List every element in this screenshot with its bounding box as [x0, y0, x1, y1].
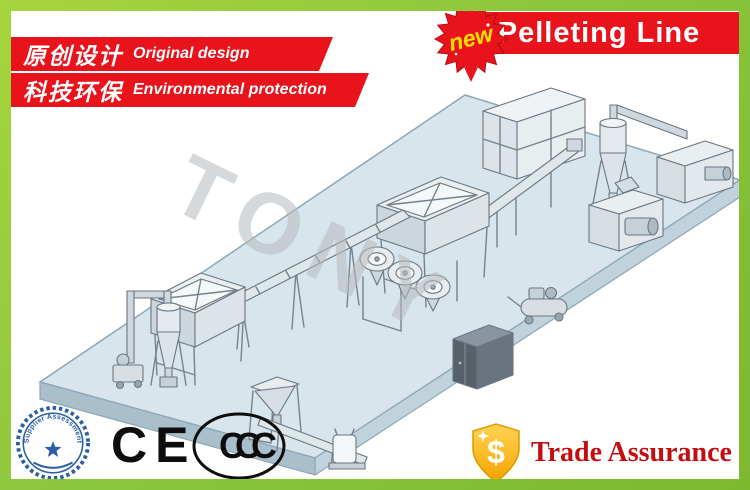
- cyclone-separator-left: [126, 290, 187, 388]
- ccc-ellipse: [192, 412, 286, 479]
- blower-unit: [112, 353, 144, 390]
- content-area: TONY 原创设计 Original design 科技环保 Environme…: [11, 11, 739, 479]
- sparkle-dot: [486, 23, 490, 27]
- new-badge: new: [431, 11, 511, 89]
- control-cabinet: [452, 324, 514, 390]
- ribbon1-english-text: Original design: [133, 45, 250, 62]
- sparkle-dot: [454, 52, 458, 56]
- banner-title: Pelleting Line: [497, 16, 701, 49]
- ribbon2-chinese-text: 科技环保: [23, 79, 123, 105]
- seal-laurel: [33, 461, 73, 469]
- dollar-sign: $: [487, 434, 505, 470]
- shield-sparkle-icon: [477, 430, 489, 442]
- ccc-mark: CCC: [192, 412, 287, 479]
- pellet-mill: [588, 176, 664, 252]
- ribbon2-english-text: Environmental protection: [133, 81, 327, 98]
- seal-wreath-ring: [15, 405, 91, 479]
- pelleting-line-illustration: TONY: [38, 87, 739, 477]
- bag-filling-scale: [328, 428, 366, 470]
- seal-star-icon: [44, 441, 62, 457]
- badge-tail: [464, 67, 478, 82]
- supplier-assessment-seal: Supplier Assessment: [15, 405, 91, 479]
- mixer-tanks: [359, 246, 458, 332]
- trade-assurance-logo: $ Trade Assurance: [471, 422, 732, 479]
- ribbon1-chinese-text: 原创设计: [23, 43, 123, 69]
- trade-assurance-label: Trade Assurance: [531, 437, 732, 468]
- ribbon-environmental-protection: 科技环保 Environmental protection: [11, 73, 369, 107]
- ribbon-original-design: 原创设计 Original design: [11, 37, 333, 71]
- crumbler-machine: [656, 140, 734, 204]
- ccc-text: CCC: [219, 425, 277, 466]
- air-compressor: [507, 286, 568, 325]
- ce-mark: CE: [111, 417, 197, 473]
- seal-inner-ring: [22, 412, 84, 474]
- shield-dollar-icon: $: [472, 423, 520, 479]
- pelleting-line-banner: Pelleting Line: [459, 12, 739, 54]
- seal-text: Supplier Assessment: [24, 414, 83, 444]
- svg-text:Supplier Assessment: Supplier Assessment: [24, 414, 83, 444]
